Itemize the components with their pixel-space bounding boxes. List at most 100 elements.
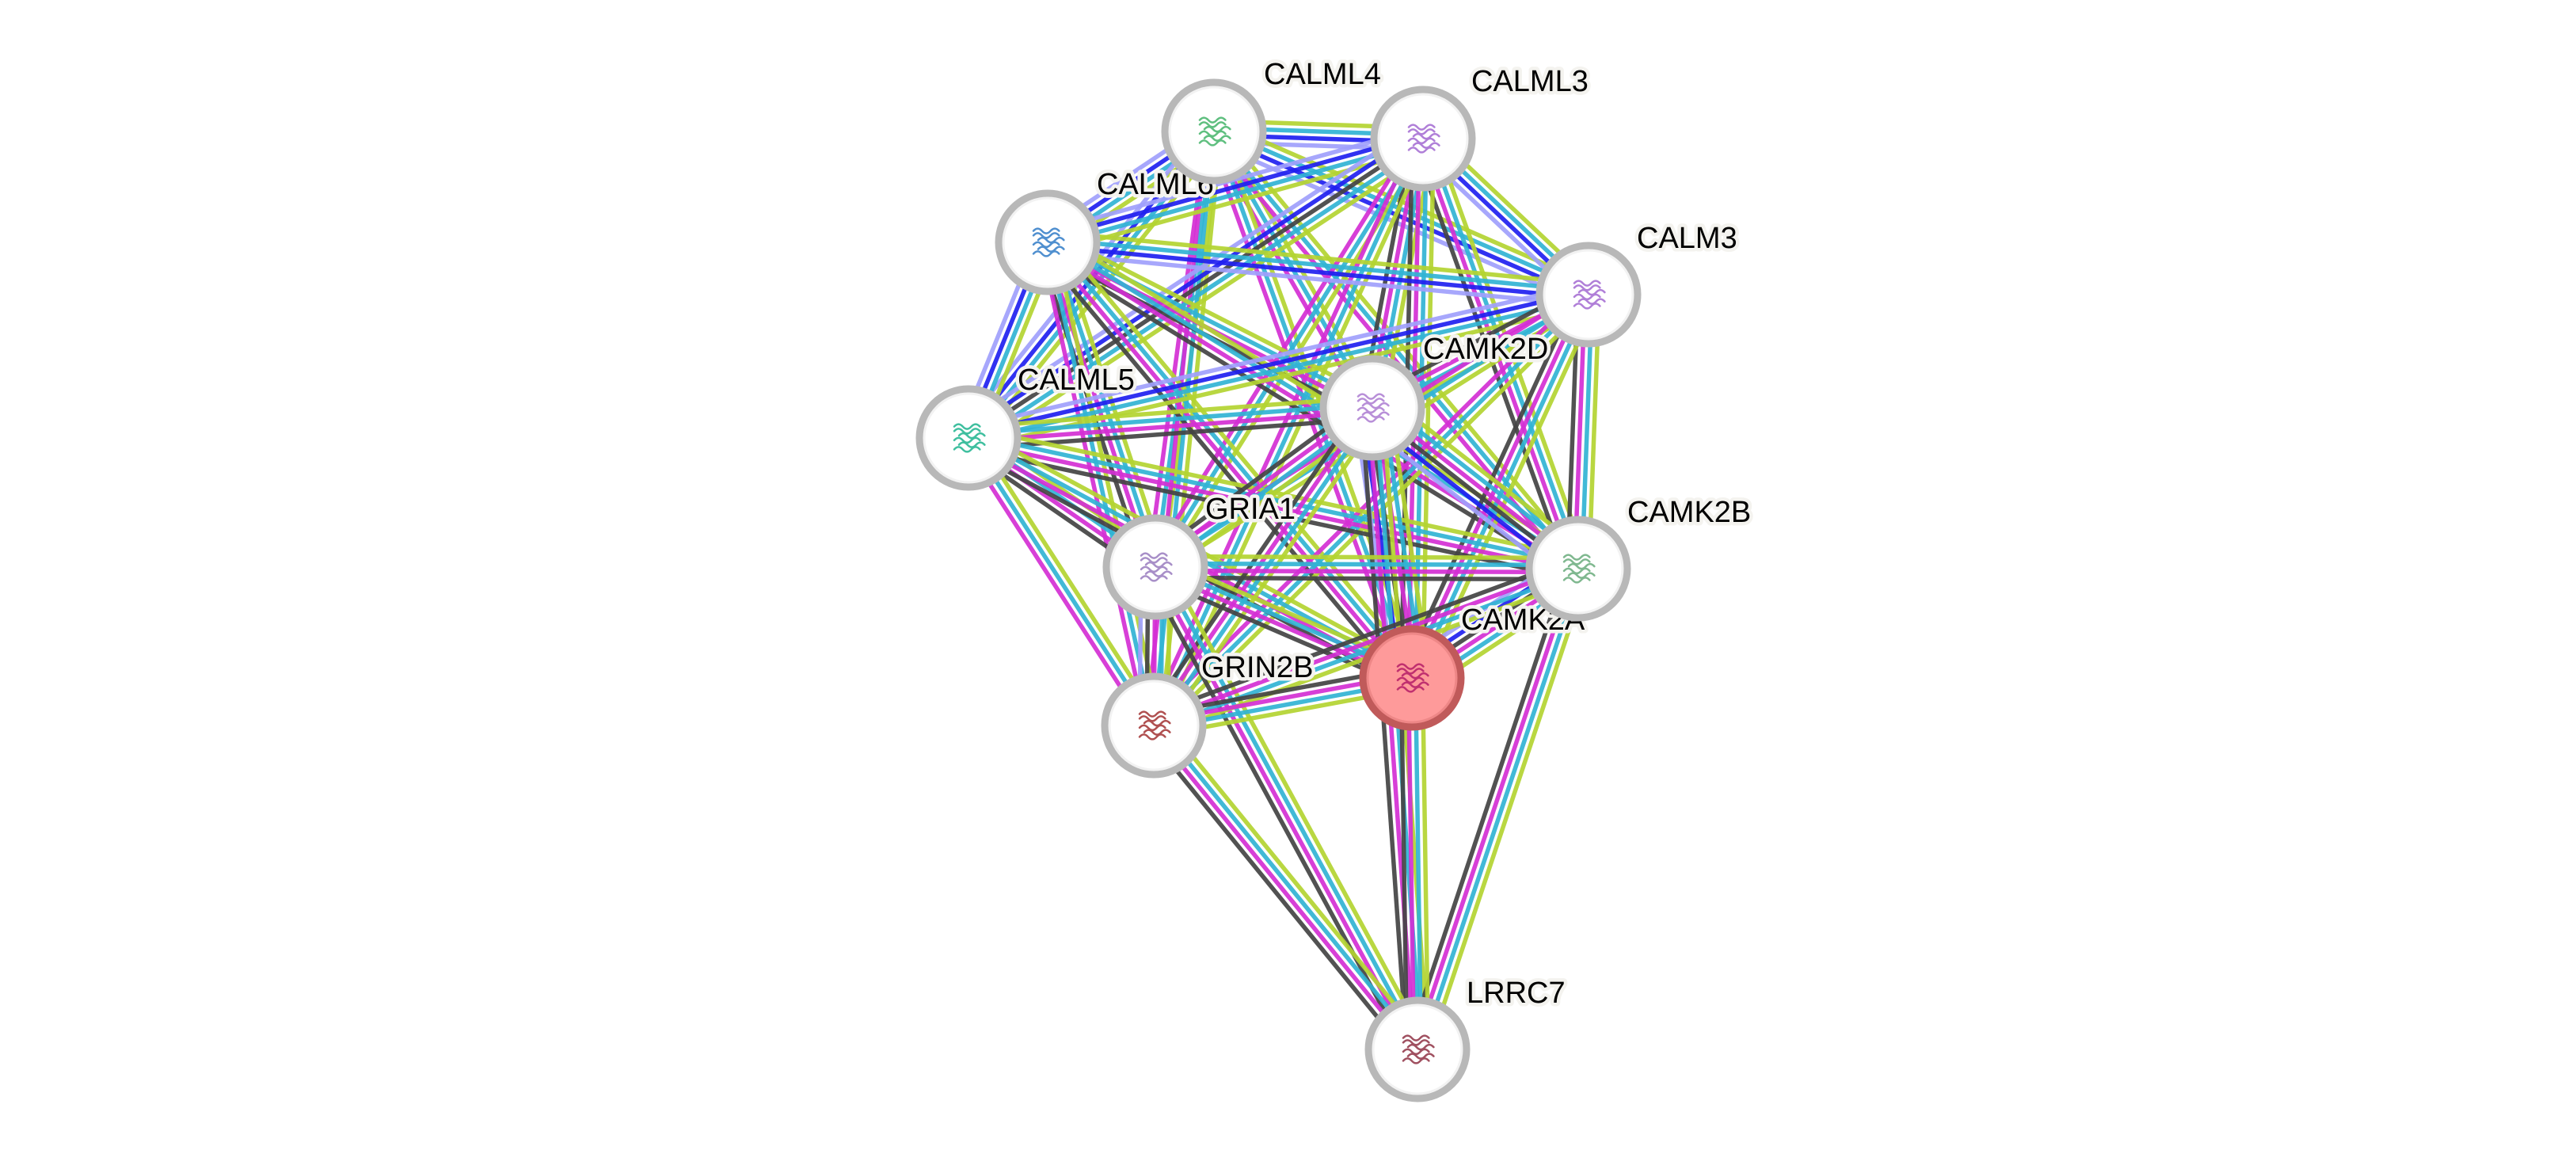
node-gria1[interactable]: [1102, 514, 1208, 620]
node-calm3[interactable]: [1535, 242, 1642, 348]
node-inner-ring: [1543, 249, 1634, 341]
node-circle[interactable]: [995, 189, 1101, 295]
edge-gria1-lrrc7[interactable]: [1143, 561, 1429, 1056]
edge-line-coexpression: [1143, 730, 1411, 1058]
node-camk2d[interactable]: [1319, 355, 1425, 461]
edge-line-database: [1418, 569, 1584, 1052]
edge-line-database: [1214, 126, 1591, 294]
edge-calml5-camk2d[interactable]: [967, 394, 1374, 451]
query-node-circle[interactable]: [1359, 625, 1465, 731]
edge-line-database: [1048, 238, 1417, 677]
edge-line-homology: [965, 282, 1587, 430]
node-lrrc7[interactable]: [1364, 996, 1471, 1102]
edge-line-cooccurrence: [963, 131, 1421, 434]
edge-line-experiments: [968, 409, 1373, 444]
node-circle[interactable]: [915, 385, 1022, 491]
edge-line-textmining: [1425, 571, 1591, 1054]
edge-line-textmining: [1048, 229, 1590, 287]
node-grin2b[interactable]: [1101, 672, 1207, 779]
node-inner-ring: [923, 392, 1014, 484]
edge-line-database: [1413, 677, 1424, 1049]
edge-line-homology: [1046, 250, 1588, 308]
edge-camk2a-lrrc7[interactable]: [1398, 677, 1431, 1050]
node-calml6[interactable]: [995, 189, 1101, 295]
edge-line-database: [969, 132, 1219, 442]
edge-line-textmining: [1052, 240, 1163, 725]
node-label-gria1: GRIA1: [1205, 493, 1296, 526]
edge-line-textmining: [972, 432, 1162, 723]
node-circle[interactable]: [1525, 516, 1631, 622]
edge-line-database: [1048, 237, 1376, 407]
edge-line-textmining: [1160, 717, 1428, 1045]
edge-line-experiments: [1043, 243, 1411, 682]
edge-line-database: [1048, 236, 1589, 294]
node-inner-ring: [1109, 521, 1201, 613]
edge-grin2b-lrrc7[interactable]: [1143, 717, 1428, 1058]
node-calml5[interactable]: [915, 385, 1022, 491]
node-circle[interactable]: [1370, 86, 1476, 192]
edge-line-database: [1155, 408, 1377, 729]
node-circle[interactable]: [1161, 78, 1267, 185]
node-circle[interactable]: [1102, 514, 1208, 620]
nodes-layer: [915, 78, 1642, 1102]
edge-line-cooccurrence: [1046, 133, 1423, 242]
node-camk2b[interactable]: [1525, 516, 1631, 622]
node-inner-ring: [1532, 523, 1624, 615]
edge-line-database: [968, 432, 1580, 568]
edge-line-coexpression: [1155, 575, 1578, 582]
node-label-camk2d: CAMK2D: [1423, 333, 1548, 366]
edge-gria1-camk2b[interactable]: [1155, 554, 1579, 582]
node-circle[interactable]: [1101, 672, 1207, 779]
edge-line-experiments: [1155, 568, 1578, 575]
edge-line-database: [1155, 561, 1579, 568]
edge-line-experiments: [1151, 563, 1578, 725]
edge-calml6-calm3[interactable]: [1046, 229, 1590, 308]
edge-line-experiments: [1149, 726, 1417, 1053]
node-circle[interactable]: [1364, 996, 1471, 1102]
node-circle[interactable]: [1535, 242, 1642, 348]
node-calml4[interactable]: [1161, 78, 1267, 185]
edge-line-database: [968, 402, 1372, 437]
node-label-lrrc7: LRRC7: [1467, 977, 1566, 1010]
edge-calml6-grin2b[interactable]: [1038, 240, 1163, 728]
edge-line-textmining: [1155, 554, 1579, 561]
node-label-calm3: CALM3: [1637, 222, 1737, 255]
edge-line-database: [1155, 722, 1422, 1049]
edge-calml5-grin2b[interactable]: [961, 432, 1162, 731]
node-label-grin2b: GRIN2B: [1201, 651, 1313, 684]
edge-line-coexpression: [1405, 564, 1570, 1047]
edge-line-cooccurrence: [967, 288, 1589, 437]
node-camk2a[interactable]: [1359, 625, 1465, 731]
edge-line-coexpression: [1149, 556, 1576, 718]
edge-line-textmining: [1217, 125, 1586, 565]
edge-line-textmining: [975, 136, 1224, 447]
edge-calml3-calml5[interactable]: [959, 124, 1433, 452]
edge-line-database: [971, 143, 1429, 446]
node-inner-ring: [1002, 196, 1094, 288]
edge-line-coexpression: [1359, 408, 1410, 1051]
edge-line-homology: [959, 124, 1417, 428]
edge-calml6-camk2a[interactable]: [1037, 234, 1422, 687]
edge-line-database: [966, 436, 1156, 727]
edge-line-cooccurrence: [1212, 132, 1589, 300]
node-inner-ring: [1326, 362, 1418, 454]
edge-line-experiments: [1038, 243, 1149, 728]
edge-camk2b-lrrc7[interactable]: [1405, 564, 1591, 1054]
edge-line-experiments: [1206, 135, 1575, 575]
node-inner-ring: [1377, 93, 1469, 185]
node-circle[interactable]: [1319, 355, 1425, 461]
edge-line-experiments: [967, 439, 1578, 575]
edge-line-database: [1048, 139, 1425, 248]
node-calml3[interactable]: [1370, 86, 1476, 192]
node-label-calml5: CALML5: [1018, 364, 1135, 397]
edge-line-experiments: [1150, 567, 1417, 1053]
edge-line-database: [1156, 564, 1423, 1049]
node-inner-ring: [1168, 86, 1260, 177]
edge-line-textmining: [975, 148, 1433, 452]
edge-line-textmining: [1049, 147, 1427, 255]
edge-line-coexpression: [1037, 247, 1406, 687]
edge-line-experiments: [961, 440, 1150, 731]
edge-line-textmining: [1420, 139, 1436, 679]
node-label-calml3: CALML3: [1471, 65, 1589, 98]
